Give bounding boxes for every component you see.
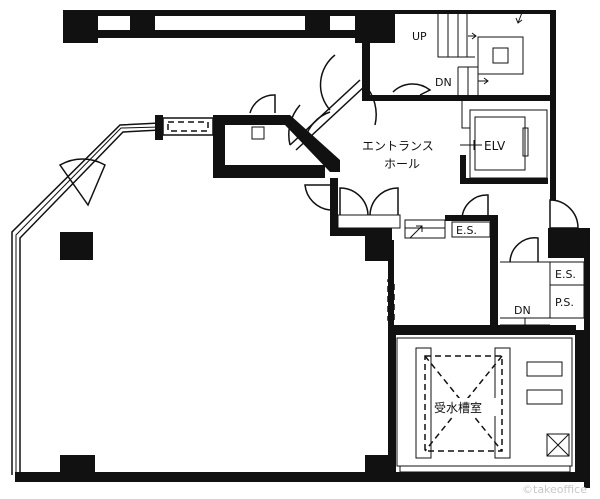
elevator-label: ELV <box>484 139 506 153</box>
entrance-hall-label-2: ホール <box>384 157 420 171</box>
storage-room <box>387 237 585 335</box>
stair-core <box>362 9 552 101</box>
entrance-hall-label: エントランス <box>362 139 434 153</box>
column <box>60 232 93 260</box>
small-room <box>213 94 340 178</box>
top-wall <box>63 10 555 43</box>
double-door[interactable] <box>288 54 377 151</box>
watermark: ©takeoffice <box>522 483 587 496</box>
hall-lower <box>304 178 498 325</box>
ps-right-label: P.S. <box>555 296 574 309</box>
door-swing[interactable] <box>58 158 106 207</box>
left-window-wall <box>11 115 214 475</box>
es-right-label: E.S. <box>555 268 576 281</box>
door-swing[interactable] <box>549 199 579 229</box>
stairs-down-lower-label: DN <box>514 304 531 317</box>
right-wall-upper <box>550 10 556 200</box>
stairs-up-label: UP <box>412 30 427 43</box>
water-tank-room-label: 受水槽室 <box>434 400 482 415</box>
right-wall-lower <box>584 228 590 488</box>
elevator-shaft <box>460 101 548 184</box>
stairs-down-label: DN <box>435 76 452 89</box>
right-wall-block <box>548 228 588 258</box>
es-hall-label: E.S. <box>456 224 477 237</box>
bottom-wall <box>15 472 590 482</box>
column <box>60 455 95 480</box>
